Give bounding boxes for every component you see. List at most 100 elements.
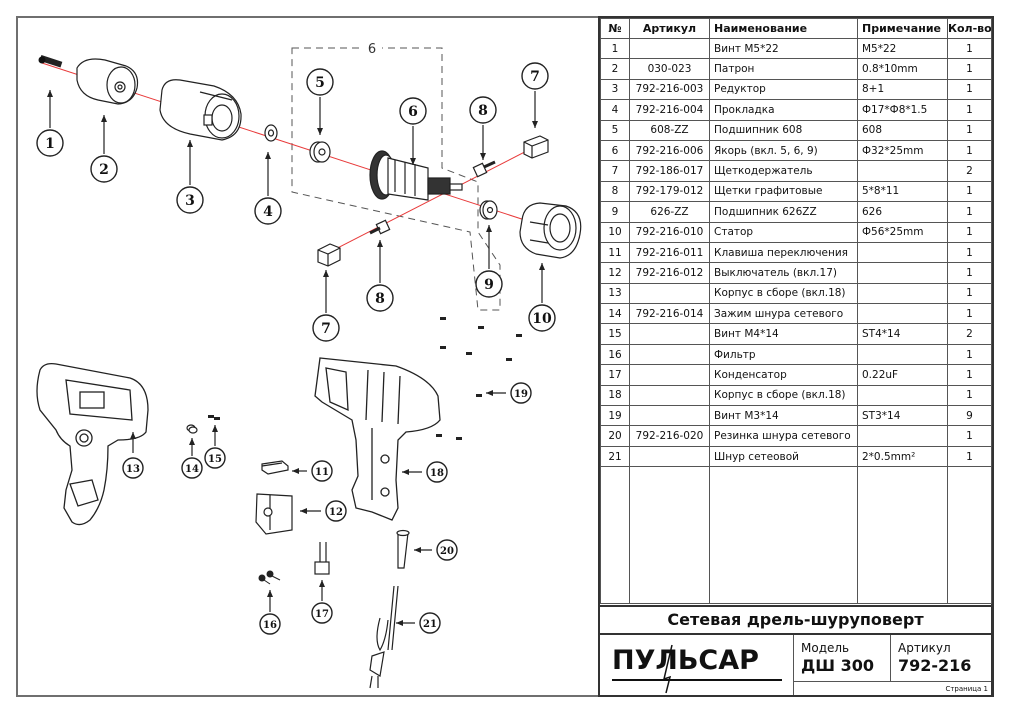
callout-bubble (521, 62, 549, 90)
row-article: 608-ZZ (629, 119, 710, 141)
row-note: ST3*14 (857, 405, 948, 427)
callout-12: 12 (300, 500, 347, 522)
callout-number: 12 (329, 507, 343, 518)
callout-bubble (419, 612, 441, 634)
article-label: Артикул (898, 641, 951, 655)
row-name: Конденсатор (709, 364, 858, 386)
row-article (629, 445, 710, 468)
callout-3: 3 (176, 140, 204, 214)
callout-17: 17 (311, 580, 333, 624)
callout-bubble (399, 97, 427, 125)
callout-number: 19 (514, 389, 528, 400)
callout-number: 5 (315, 75, 325, 91)
model-cell: Модель ДШ 300 (794, 635, 891, 681)
callout-11: 11 (292, 460, 333, 482)
row-quantity: 9 (947, 405, 992, 427)
row-quantity: 2 (947, 160, 992, 182)
callout-number: 14 (185, 464, 199, 475)
part-bearing-608 (309, 141, 331, 163)
parts-table-header: № Артикул Наименование Примечание Кол-во (600, 18, 992, 39)
arrowhead-icon (377, 240, 383, 247)
part-screw-m5 (38, 55, 63, 68)
callout-number: 3 (185, 193, 195, 209)
callout-bubble (311, 602, 333, 624)
row-number: 20 (600, 425, 630, 447)
arrowhead-icon (486, 225, 492, 232)
row-note: 8+1 (857, 78, 948, 101)
parts-table: № Артикул Наименование Примечание Кол-во… (600, 18, 992, 605)
callout-number: 4 (263, 204, 273, 220)
row-quantity: 1 (947, 139, 992, 162)
callout-8: 8 (366, 240, 394, 312)
callout-15: 15 (204, 425, 226, 469)
arrowhead-icon (292, 468, 299, 474)
row-name: Щеткодержатель (709, 160, 858, 182)
brand-logo-cell: ПУЛЬСАР (600, 635, 794, 695)
arrowhead-icon (187, 140, 193, 147)
part-armature (369, 150, 463, 201)
row-article (629, 343, 710, 366)
callout-2: 2 (90, 115, 118, 183)
row-name: Прокладка (709, 99, 858, 121)
row-quantity: 1 (947, 262, 992, 284)
row-number: 7 (600, 160, 630, 182)
row-name: Патрон (709, 58, 858, 80)
lightning-bolt-icon (662, 644, 673, 694)
row-article: 792-186-017 (629, 160, 710, 182)
callout-9: 9 (475, 225, 503, 298)
part-screws-m3 (436, 317, 522, 440)
model-value: ДШ 300 (801, 656, 874, 675)
callout-16: 16 (259, 590, 281, 635)
arrowhead-icon (317, 128, 323, 135)
row-quantity: 1 (947, 425, 992, 447)
empty-cell (629, 466, 710, 605)
arrowhead-icon (414, 547, 421, 553)
row-number: 4 (600, 99, 630, 121)
header-note: Примечание (857, 18, 948, 39)
row-number: 8 (600, 180, 630, 203)
row-note (857, 343, 948, 366)
row-number: 6 (600, 139, 630, 162)
row-article: 792-216-006 (629, 139, 710, 162)
row-number: 10 (600, 221, 630, 243)
callout-bubble (90, 155, 118, 183)
row-name: Фильтр (709, 343, 858, 366)
row-name: Статор (709, 221, 858, 243)
row-quantity: 1 (947, 445, 992, 468)
row-quantity: 2 (947, 323, 992, 345)
part-bearing-626 (479, 200, 498, 220)
callout-19: 19 (486, 382, 532, 404)
row-quantity: 1 (947, 99, 992, 121)
header-number: № (600, 18, 630, 39)
callout-bubble (528, 304, 556, 332)
part-housing-right (314, 357, 441, 521)
callout-bubble (469, 96, 497, 124)
row-name: Винт М5*22 (709, 37, 858, 60)
callout-4: 4 (254, 152, 282, 225)
callout-bubble (204, 447, 226, 469)
row-note: 626 (857, 201, 948, 223)
arrowhead-icon (265, 152, 271, 159)
arrowhead-icon (212, 425, 218, 432)
row-article (629, 364, 710, 386)
article-value: 792-216 (898, 656, 972, 675)
title-block: ПУЛЬСАР Модель ДШ 300 Артикул 792-216 Ст… (600, 633, 991, 695)
callout-7: 7 (521, 62, 549, 128)
part-capacitor (314, 542, 330, 575)
callout-number: 18 (430, 468, 444, 479)
part-filter (258, 570, 281, 585)
